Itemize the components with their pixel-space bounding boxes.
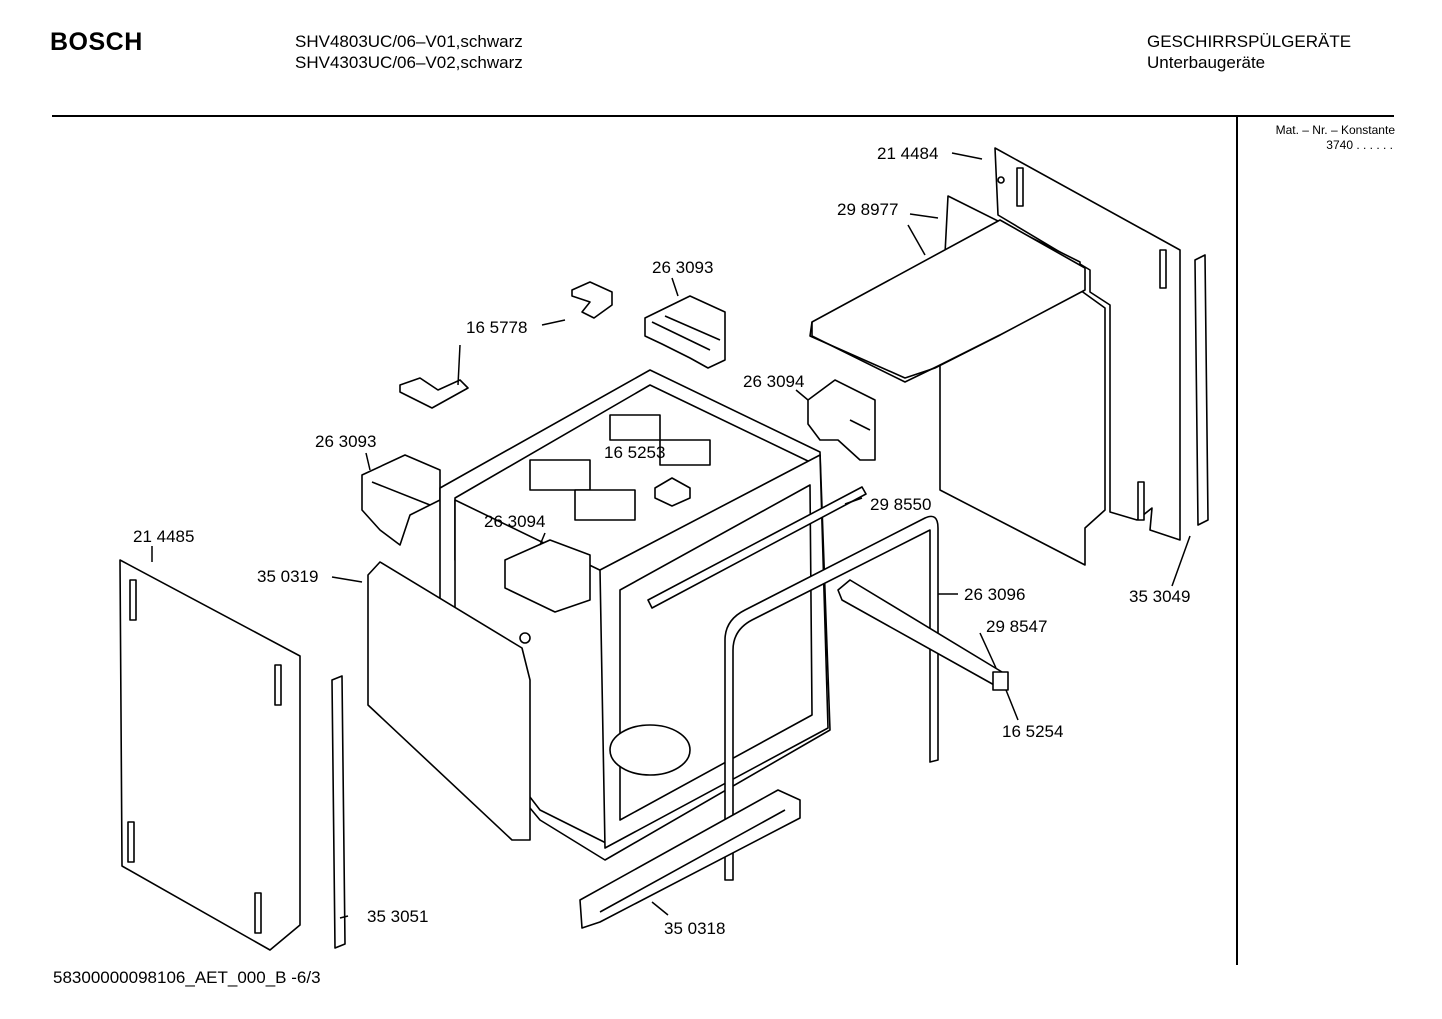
part-number: 21 4484 bbox=[877, 144, 938, 163]
part-number-labels: 21 4484 29 8977 26 3093 16 5778 26 3094 … bbox=[133, 144, 1190, 938]
category-block: GESCHIRRSPÜLGERÄTE Unterbaugeräte bbox=[1147, 31, 1351, 73]
part-number: 26 3094 bbox=[484, 512, 545, 531]
material-info: Mat. – Nr. – Konstante 3740 . . . . . . bbox=[1250, 123, 1395, 153]
side-panel-left-drawing bbox=[119, 559, 301, 951]
part-number: 35 3051 bbox=[367, 907, 428, 926]
part-number: 35 0319 bbox=[257, 567, 318, 586]
part-number: 29 8547 bbox=[986, 617, 1047, 636]
document-id: 58300000098106_AET_000_B bbox=[53, 968, 287, 987]
hinge-rail-drawing bbox=[837, 579, 1009, 691]
model-line: SHV4303UC/06–V02,schwarz bbox=[295, 53, 523, 72]
leader-lines bbox=[151, 152, 1191, 919]
door-seal-top-drawing bbox=[647, 486, 867, 609]
page-number: -6/3 bbox=[291, 968, 321, 987]
clip-right-drawing bbox=[807, 379, 876, 461]
part-number: 21 4485 bbox=[133, 527, 194, 546]
part-number: 26 3096 bbox=[964, 585, 1025, 604]
insulation-panel-drawing bbox=[367, 561, 531, 841]
clip-front-drawing bbox=[504, 539, 591, 644]
base-rail-drawing bbox=[579, 789, 801, 929]
part-number: 16 5778 bbox=[466, 318, 527, 337]
part-number: 16 5254 bbox=[1002, 722, 1063, 741]
mounting-bracket-drawing bbox=[399, 281, 613, 409]
category-title: GESCHIRRSPÜLGERÄTE bbox=[1147, 32, 1352, 51]
bracket-top-right-drawing bbox=[644, 295, 726, 369]
strip-right-drawing bbox=[1194, 254, 1209, 526]
latch-drawing bbox=[654, 477, 691, 507]
part-number: 16 5253 bbox=[604, 443, 665, 462]
part-number: 26 3093 bbox=[315, 432, 376, 451]
bracket-top-left-drawing bbox=[361, 454, 441, 546]
material-label: Mat. – Nr. – Konstante bbox=[1275, 123, 1395, 137]
door-seal-frame-drawing bbox=[724, 515, 939, 881]
strip-left-drawing bbox=[331, 675, 346, 949]
part-number: 35 3049 bbox=[1129, 587, 1190, 606]
side-divider bbox=[1236, 117, 1238, 965]
part-number: 35 0318 bbox=[664, 919, 725, 938]
part-number: 29 8550 bbox=[870, 495, 931, 514]
part-number: 26 3094 bbox=[743, 372, 804, 391]
part-number: 29 8977 bbox=[837, 200, 898, 219]
top-cover-plate-drawing bbox=[809, 195, 1106, 566]
model-list: SHV4803UC/06–V01,schwarz SHV4303UC/06–V0… bbox=[295, 31, 523, 73]
part-number: 26 3093 bbox=[652, 258, 713, 277]
category-subtitle: Unterbaugeräte bbox=[1147, 53, 1266, 72]
model-line: SHV4803UC/06–V01,schwarz bbox=[295, 32, 523, 51]
material-value: 3740 . . . . . . bbox=[1326, 138, 1393, 152]
footer: 58300000098106_AET_000_B -6/3 bbox=[53, 968, 321, 988]
brand-logo: BOSCH bbox=[50, 28, 143, 56]
header-divider bbox=[52, 115, 1394, 117]
